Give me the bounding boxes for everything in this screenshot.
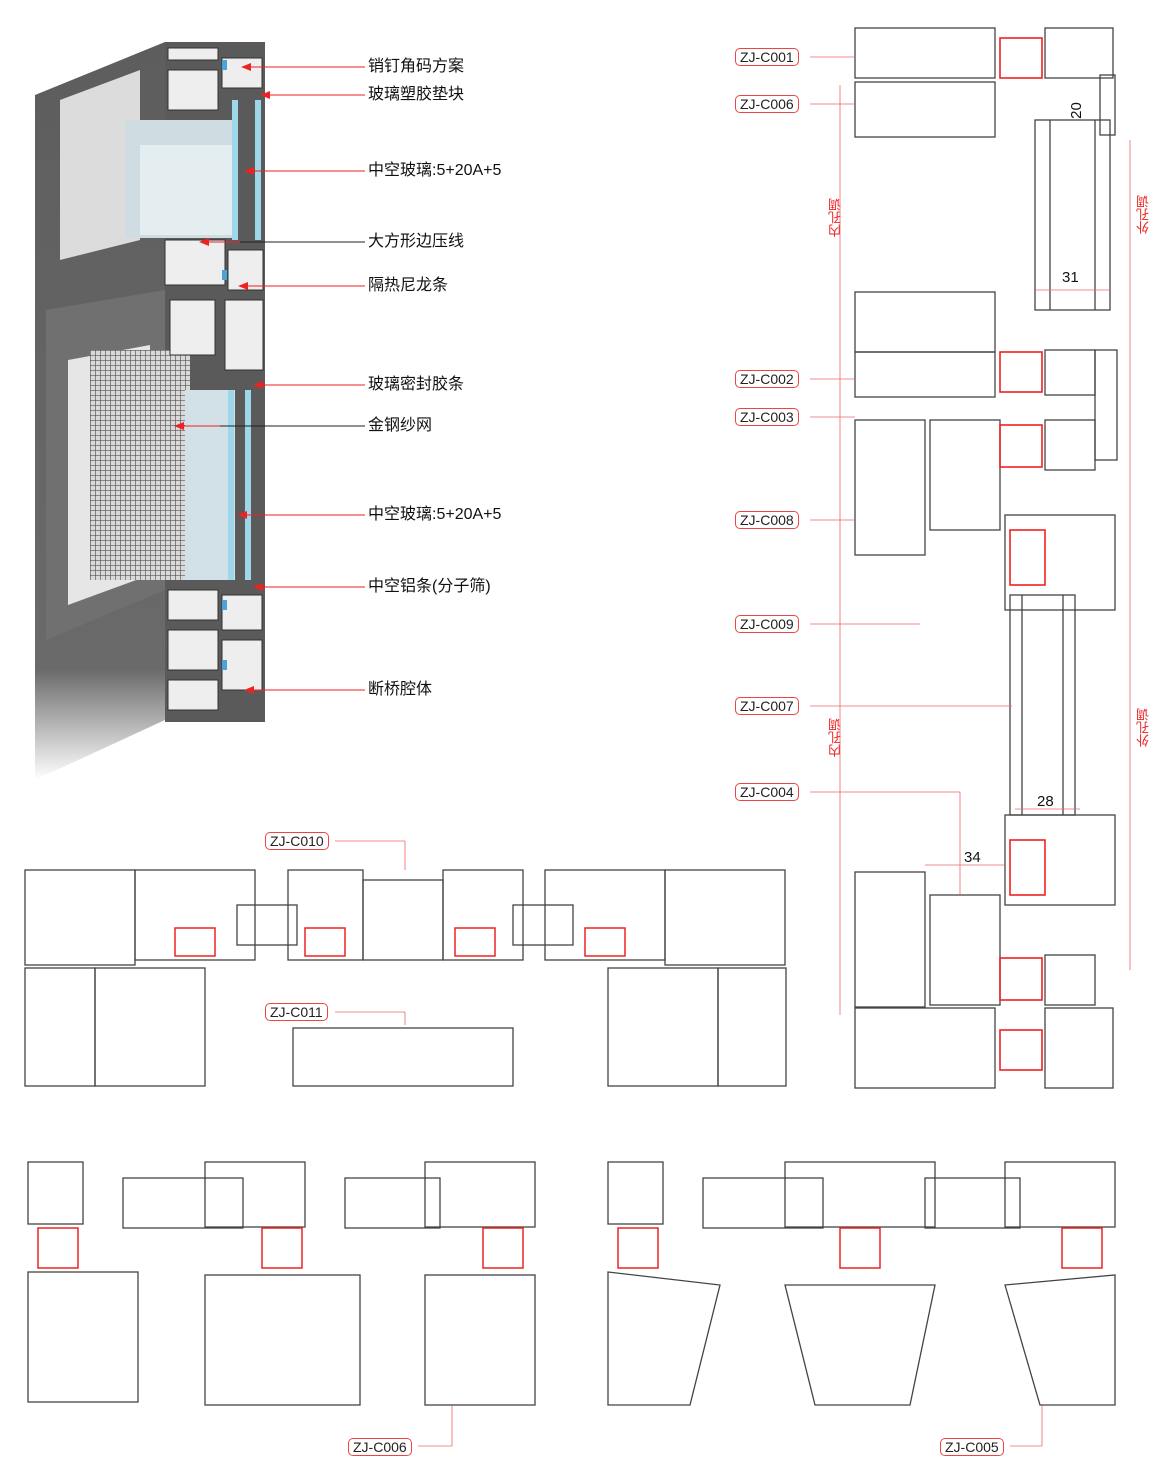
callout-glass-block: 玻璃塑胶垫块 <box>368 86 465 103</box>
code-c005: ZJ-C005 <box>940 1438 1004 1456</box>
screen-mesh <box>90 350 190 580</box>
dimension-31: 31 <box>1062 269 1079 286</box>
horizontal-section-c005 <box>607 1161 1116 1406</box>
thermal-break-strips-horizontal <box>174 927 626 957</box>
callout-insulated-glass-lower: 中空玻璃:5+20A+5 <box>368 506 502 523</box>
callout-glass-seal: 玻璃密封胶条 <box>368 376 465 393</box>
callout-insulated-glass-upper: 中空玻璃:5+20A+5 <box>368 162 502 179</box>
code-c002: ZJ-C002 <box>735 370 799 388</box>
code-c004: ZJ-C004 <box>735 783 799 801</box>
code-c006-bottom: ZJ-C006 <box>348 1438 412 1456</box>
code-c010: ZJ-C010 <box>265 832 329 850</box>
outer-label-bottom: 外孔调 <box>1136 708 1151 747</box>
vertical-section-drawing <box>854 27 1118 1089</box>
callout-spacer-bar: 中空铝条(分子筛) <box>368 578 491 595</box>
inner-label-top: 内孔调 <box>828 198 843 237</box>
callout-thermal-cavity: 断桥腔体 <box>368 681 433 698</box>
thermal-break-strips-bottom <box>37 1227 1103 1269</box>
callout-lines <box>174 63 365 694</box>
code-c006-top: ZJ-C006 <box>735 95 799 113</box>
dimension-lines <box>335 56 1131 1447</box>
horizontal-section-top <box>24 869 787 1087</box>
window-render <box>35 42 265 780</box>
horizontal-section-c006 <box>27 1161 536 1406</box>
callout-screen-mesh: 金钢纱网 <box>368 417 433 434</box>
dimension-28: 28 <box>1037 793 1054 810</box>
inner-label-bottom: 内孔调 <box>828 718 843 757</box>
code-c011: ZJ-C011 <box>265 1003 328 1021</box>
dimension-34: 34 <box>964 849 981 866</box>
dimension-20: 20 <box>1067 102 1085 119</box>
code-c009: ZJ-C009 <box>735 615 799 633</box>
code-c001: ZJ-C001 <box>735 48 799 66</box>
code-c007: ZJ-C007 <box>735 697 799 715</box>
callout-nylon-strip: 隔热尼龙条 <box>368 277 449 294</box>
outer-label-top: 外孔调 <box>1136 195 1151 234</box>
thermal-break-strips <box>999 37 1046 1071</box>
code-c008: ZJ-C008 <box>735 511 799 529</box>
code-c003: ZJ-C003 <box>735 408 799 426</box>
callout-corner-pin: 销钉角码方案 <box>368 58 465 75</box>
callout-glazing-bead: 大方形边压线 <box>368 233 465 250</box>
